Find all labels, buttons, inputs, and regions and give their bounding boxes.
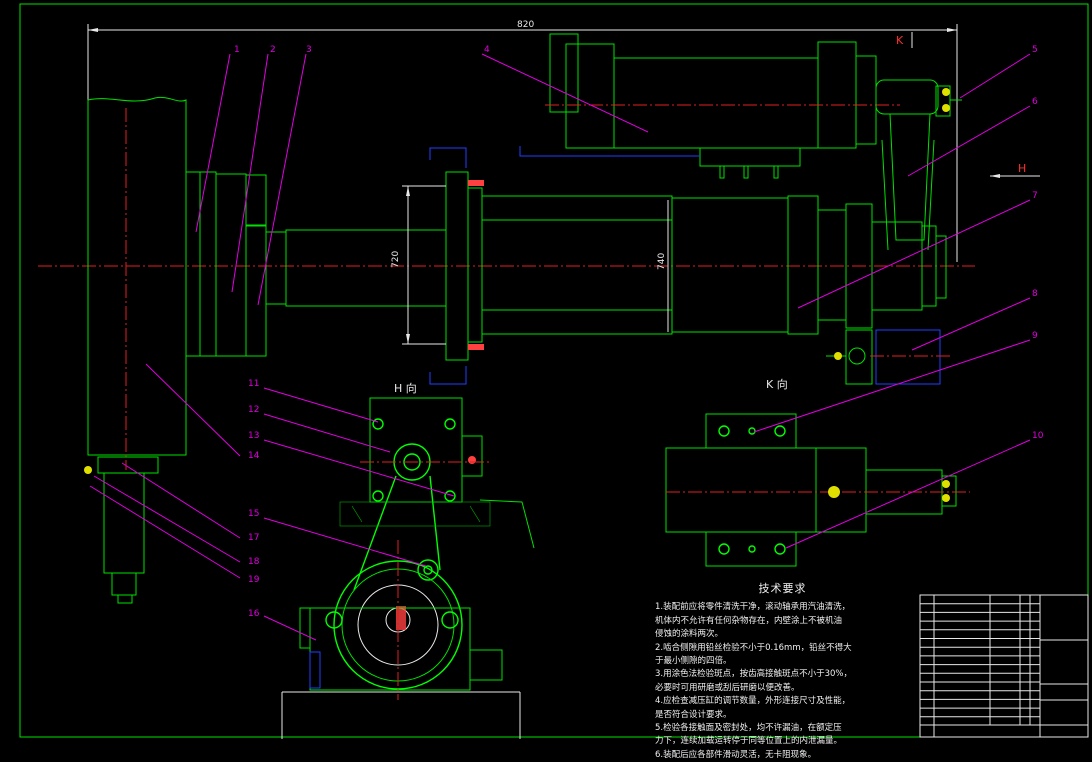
cylinder-assembly: 720 740	[285, 147, 819, 385]
tech-note-line: 机体内不允许有任何杂物存在，内壁涂上不被机油	[655, 615, 843, 626]
balloon-18: 18	[248, 557, 260, 567]
balloon-2: 2	[270, 45, 276, 55]
balloon-19: 19	[248, 575, 260, 585]
balloon-17: 17	[248, 533, 259, 543]
part-balloons: 1 2 3 4 5 6 7 8 9 10 11 12 13 14 15 16 1…	[234, 45, 1044, 619]
left-column	[84, 96, 187, 604]
balloon-10: 10	[1032, 431, 1044, 441]
balloon-7: 7	[1032, 191, 1038, 201]
balloon-5: 5	[1032, 45, 1038, 55]
leader-lines	[89, 53, 1031, 641]
balloon-16: 16	[248, 609, 260, 619]
tech-note-line: 力下，连续加载运转停于同等位置上的内泄漏量。	[655, 736, 843, 747]
balloon-6: 6	[1032, 97, 1038, 107]
title-block-rows	[920, 603, 1040, 718]
connecting-link	[875, 79, 962, 251]
tech-notes-title: 技术要求	[758, 582, 807, 595]
dim-flange-height: 720	[391, 251, 401, 268]
drawing-frame	[19, 3, 1089, 738]
h-view-label: H 向	[394, 381, 417, 395]
upper-cylinder	[519, 33, 900, 179]
tech-note-line: 3.用涂色法检验斑点，按齿高接触斑点不小于30%，	[655, 669, 853, 680]
balloon-8: 8	[1032, 289, 1038, 299]
flange-housing	[185, 171, 287, 357]
balloon-15: 15	[248, 509, 259, 519]
technical-requirements: 技术要求 1.装配前应将零件清洗干净，滚动轴承用汽油清洗， 机体内不允许有任何杂…	[655, 582, 910, 762]
tech-note-line: 1.装配前应将零件清洗干净，滚动轴承用汽油清洗，	[655, 602, 851, 613]
k-view-label: K 向	[766, 377, 788, 391]
assembly-drawing: 820 720 7 4	[19, 3, 1089, 739]
tech-note-line: 是否符合设计要求。	[655, 709, 732, 720]
balloon-12: 12	[248, 405, 259, 415]
dim-cylinder-height: 740	[657, 253, 667, 270]
balloon-11: 11	[248, 379, 259, 389]
balloon-14: 14	[248, 451, 260, 461]
tech-note-line: 于最小侧隙的四倍。	[655, 656, 732, 667]
balloon-13: 13	[248, 431, 259, 441]
tech-note-line: 5.检验各接触面及密封处，均不许漏油，在额定压	[655, 723, 842, 734]
end-cap-assembly	[817, 203, 950, 385]
tech-note-line: 必要时可用研磨或刮后研磨以便改善。	[655, 682, 800, 693]
h-view: H 向	[281, 381, 535, 739]
tech-note-line: 2.啮合侧隙用铅丝检验不小于0.16mm，铅丝不得大	[655, 642, 852, 653]
tech-note-line: 侵蚀的涂料两次。	[655, 629, 724, 640]
balloon-4: 4	[484, 45, 490, 55]
title-block	[919, 594, 1089, 738]
k-view: K 向	[665, 377, 970, 567]
balloon-3: 3	[306, 45, 312, 55]
k-arrow-label: K	[896, 34, 904, 47]
cad-drawing-canvas: 820 720 7 4	[19, 3, 1089, 760]
h-arrow-label: H	[1018, 162, 1026, 175]
dim-overall-width: 820	[517, 20, 534, 30]
overall-dimension: 820	[87, 20, 958, 262]
tech-note-line: 6.装配后应各部件滑动灵活，无卡阻现象。	[655, 749, 817, 760]
tech-note-line: 4.应检查减压缸的调节数量，外形连接尺寸及性能，	[655, 696, 851, 707]
balloon-1: 1	[234, 45, 240, 55]
balloon-9: 9	[1032, 331, 1038, 341]
